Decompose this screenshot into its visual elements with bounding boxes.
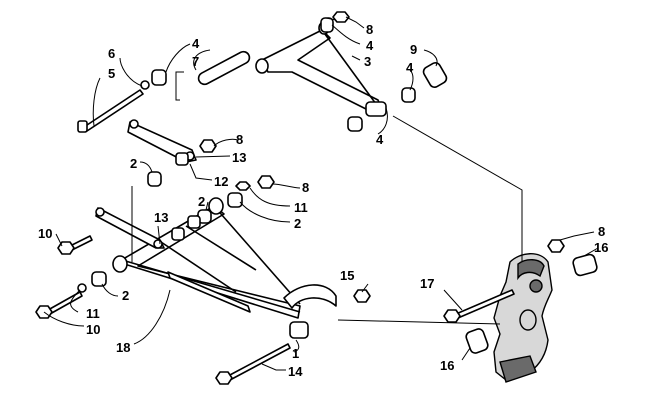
callout-4: 4 <box>376 132 384 147</box>
callout-1: 1 <box>292 346 299 361</box>
spindle-knuckle <box>443 239 598 383</box>
callouts: 8 4 3 4 7 6 5 9 4 4 8 13 2 12 8 11 2 2 1… <box>38 22 608 379</box>
callout-2: 2 <box>198 194 205 209</box>
bushing-2-d <box>91 271 107 287</box>
callout-3: 3 <box>364 54 371 69</box>
callout-4: 4 <box>192 36 200 51</box>
callout-4: 4 <box>366 38 374 53</box>
bushing-4-upper <box>320 17 334 33</box>
callout-12: 12 <box>214 174 228 189</box>
sleeve-16-upper <box>572 253 598 277</box>
washer-11-top <box>235 181 251 191</box>
callout-14: 14 <box>288 364 303 379</box>
bolt-14 <box>227 343 291 381</box>
callout-8: 8 <box>366 22 373 37</box>
upper-arm-hardware <box>77 11 448 133</box>
bushing-4-left <box>151 69 167 86</box>
callout-4: 4 <box>406 60 414 75</box>
sleeve-16-lower <box>465 328 489 354</box>
callout-17: 17 <box>420 276 434 291</box>
callout-11: 11 <box>86 306 100 321</box>
sleeve-9 <box>422 62 448 88</box>
spacer-12 <box>187 215 201 229</box>
sleeve-7 <box>197 50 251 86</box>
bushing-4-right <box>401 87 416 103</box>
arm-decal <box>167 271 251 313</box>
bushing-2-c <box>227 192 243 208</box>
callout-2: 2 <box>294 216 301 231</box>
callout-16: 16 <box>440 358 454 373</box>
nut-8-lower <box>257 175 275 189</box>
bolt-10-lower <box>47 291 83 315</box>
callout-6: 6 <box>108 46 115 61</box>
bushing-1 <box>289 321 309 339</box>
callout-16: 16 <box>594 240 608 255</box>
callout-8: 8 <box>236 132 243 147</box>
callout-5: 5 <box>108 66 115 81</box>
bushing-2-a <box>147 171 162 187</box>
callout-15: 15 <box>340 268 354 283</box>
washer-6 <box>140 80 150 90</box>
link-plate-upper <box>127 119 217 187</box>
callout-13: 13 <box>232 150 246 165</box>
leader-lines <box>131 17 523 325</box>
callout-13: 13 <box>154 210 168 225</box>
callout-10: 10 <box>86 322 100 337</box>
callout-10: 10 <box>38 226 52 241</box>
callout-2: 2 <box>130 156 137 171</box>
callout-9: 9 <box>410 42 417 57</box>
bolt-13-head <box>175 152 189 166</box>
nut-8-upper <box>332 11 350 23</box>
callout-8: 8 <box>302 180 309 195</box>
nut-8-spindle <box>547 239 565 253</box>
lower-a-arm <box>112 197 337 339</box>
nut-8-mid <box>199 139 217 153</box>
callout-18: 18 <box>116 340 130 355</box>
callout-11: 11 <box>294 200 308 215</box>
callout-2: 2 <box>122 288 129 303</box>
callout-leaders <box>43 16 599 371</box>
callout-8: 8 <box>598 224 605 239</box>
callout-7: 7 <box>192 54 199 69</box>
bolt-5-head <box>77 120 88 133</box>
bushing-4-lower <box>347 116 363 132</box>
nut-15 <box>353 289 371 303</box>
